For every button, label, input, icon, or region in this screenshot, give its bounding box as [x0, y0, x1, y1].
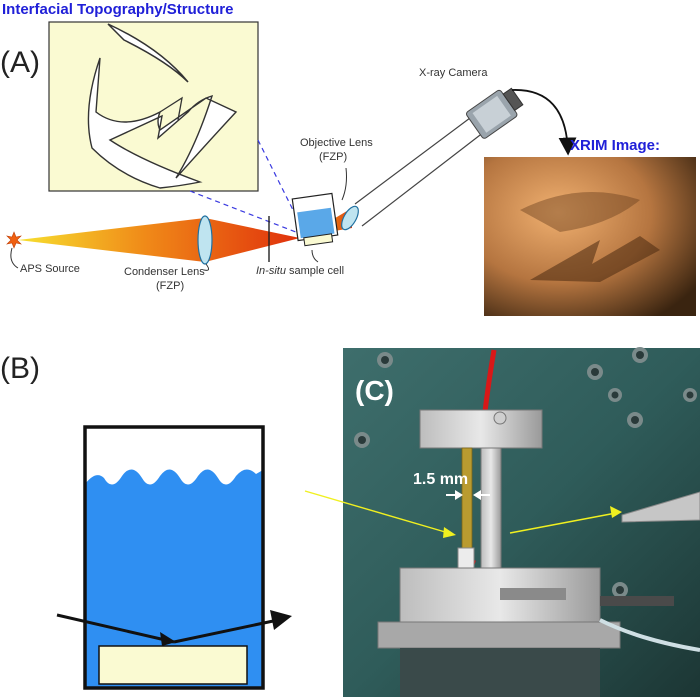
xrim-image-title: XRIM Image:	[570, 137, 660, 154]
objective-lens	[341, 205, 359, 231]
crystal-shape-top	[107, 23, 189, 83]
camera-to-image-arrow	[511, 89, 577, 156]
condenser-lens-sub-label: (FZP)	[156, 280, 184, 292]
camera-arm-bottom	[361, 131, 485, 227]
aps-source-label: APS Source	[20, 263, 80, 275]
photo-screws	[354, 347, 697, 598]
panel-c: (C) 1.5 mm	[304, 347, 700, 697]
xrim-shadow-2	[530, 236, 660, 282]
scale-label: 1.5 mm	[413, 471, 468, 488]
sample-cell-label: In-situ sample cell	[256, 265, 344, 277]
reflected-beam	[173, 618, 279, 644]
sample-cell-substrate	[303, 233, 334, 247]
incident-beam-head	[160, 632, 176, 646]
aps-source-icon	[6, 231, 22, 249]
condenser-lens-leader	[203, 263, 210, 271]
water-container	[83, 425, 265, 690]
capillary-sleeve	[457, 547, 475, 569]
objective-lens-label: Objective Lens	[300, 137, 373, 149]
panel-b-label: (B)	[0, 352, 40, 385]
panel-b: (B)	[0, 352, 292, 690]
xray-camera-icon	[466, 87, 524, 139]
yellow-beam-in	[304, 490, 453, 535]
projection-line-2	[189, 190, 307, 237]
top-clamp-block	[419, 409, 543, 449]
panel-c-label: (C)	[355, 375, 394, 406]
panel-a-title: Interfacial Topography/Structure	[2, 1, 233, 18]
aps-source-leader	[10, 247, 19, 269]
crystal-shape-main	[87, 57, 238, 189]
tube-right	[599, 618, 700, 652]
crystal-step	[159, 96, 183, 121]
side-rod	[600, 596, 674, 606]
sample-cell-leader	[311, 249, 319, 263]
reflected-beam-head	[270, 610, 292, 630]
xray-camera-label: X-ray Camera	[419, 67, 488, 79]
xray-beam	[18, 218, 300, 262]
objective-lens-sub-label: (FZP)	[319, 151, 347, 163]
xrim-image	[484, 157, 696, 316]
yellow-beam-out	[509, 512, 617, 534]
lower-mount	[400, 648, 600, 697]
camera-arm-top	[354, 117, 471, 205]
incident-beam	[56, 613, 175, 644]
substrate	[98, 645, 248, 685]
xrim-shadow-1	[520, 192, 640, 232]
sample-cell-water	[297, 207, 335, 239]
condenser-lens-label: Condenser Lens	[124, 266, 205, 278]
gold-capillary	[461, 447, 473, 561]
detector-tip	[621, 491, 700, 523]
panel-a-label: (A)	[0, 46, 40, 79]
base-rail	[377, 621, 621, 649]
lead-screw	[500, 588, 566, 600]
panel-a: Interfacial Topography/Structure (A)	[0, 1, 696, 316]
condenser-lens	[197, 215, 213, 265]
objective-lens-leader	[341, 167, 347, 201]
